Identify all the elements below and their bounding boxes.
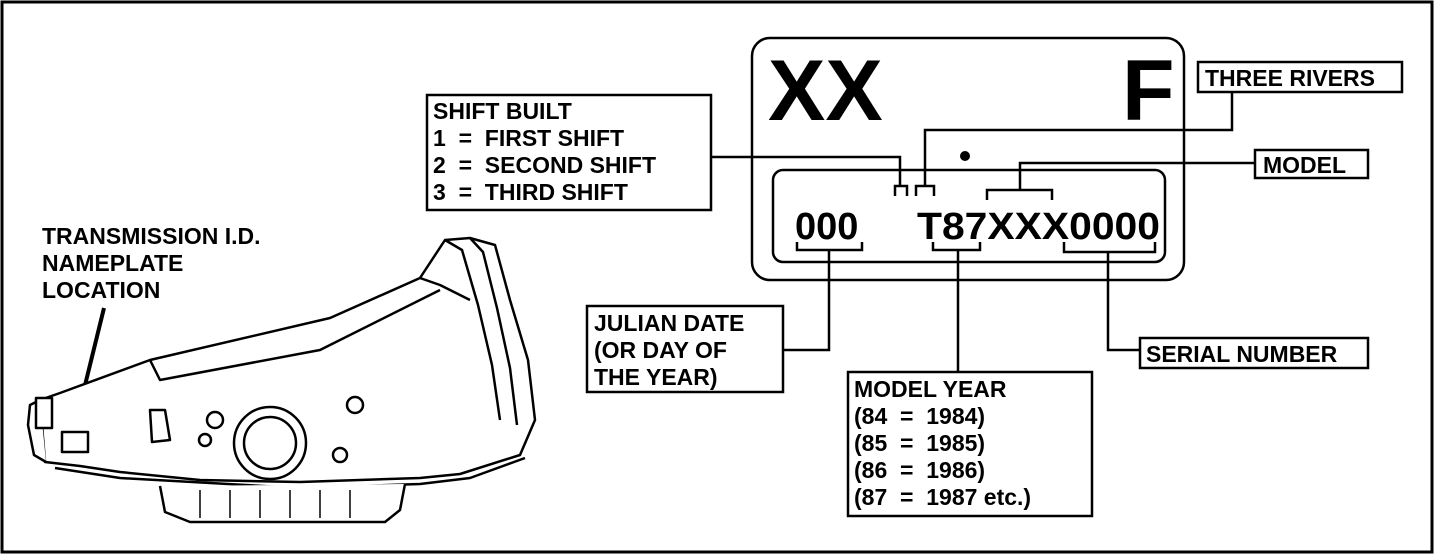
julian-leader xyxy=(783,250,831,352)
case-bolt-2 xyxy=(197,432,213,448)
location-line-1: TRANSMISSION I.D. xyxy=(42,223,261,249)
shift-built-line-2: 2 = SECOND SHIFT xyxy=(433,152,656,178)
oil-pan-ribs xyxy=(199,490,351,518)
serial-bracket xyxy=(1062,242,1157,254)
shift-built-line-1: 1 = FIRST SHIFT xyxy=(433,125,624,151)
servo-cover-inner xyxy=(242,415,298,471)
julian-date-line-1: JULIAN DATE xyxy=(594,310,744,336)
tail-rib-1 xyxy=(444,238,502,421)
shift-leader xyxy=(710,155,902,186)
upper-case-edge xyxy=(148,288,441,382)
front-flange xyxy=(34,396,54,430)
location-line-2: NAMEPLATE xyxy=(42,250,183,276)
nameplate-id-main: T87XXX0000 xyxy=(917,206,1160,248)
three-rivers-label: THREE RIVERS xyxy=(1205,65,1375,91)
oil-pan xyxy=(158,483,407,524)
three-rivers-leader xyxy=(923,92,1234,186)
nameplate-code-left: XX xyxy=(768,43,883,139)
model-box xyxy=(1253,148,1370,180)
julian-date-line-3: THE YEAR) xyxy=(594,364,718,390)
shift-built-box xyxy=(425,93,713,212)
serial-number-box xyxy=(1138,336,1370,370)
model-year-box xyxy=(846,370,1094,518)
model-year-line-2: (85 = 1985) xyxy=(854,430,985,456)
transmission-illustration xyxy=(26,236,537,524)
case-boss-1 xyxy=(148,408,172,444)
three-rivers-box xyxy=(1196,60,1404,94)
model-year-line-4: (87 = 1987 etc.) xyxy=(854,484,1031,510)
shift-built-line-3: 3 = THIRD SHIFT xyxy=(433,179,628,205)
nameplate-code-right: F xyxy=(1122,43,1175,139)
model-year-title: MODEL YEAR xyxy=(854,376,1007,402)
serial-leader xyxy=(1106,252,1140,352)
year-bracket xyxy=(931,242,982,252)
nameplate-id-prefix: 000 xyxy=(795,206,858,248)
model-leader xyxy=(1018,161,1255,190)
model-year-line-1: (84 = 1984) xyxy=(854,403,985,429)
nameplate-id-window xyxy=(771,168,1167,264)
tail-rib-2 xyxy=(469,237,519,426)
julian-date-line-2: (OR DAY OF xyxy=(594,337,727,363)
case-bolt-3 xyxy=(345,395,365,415)
serial-number-label: SERIAL NUMBER xyxy=(1146,341,1338,367)
model-year-line-3: (86 = 1986) xyxy=(854,457,985,483)
case-bolt-4 xyxy=(331,446,349,464)
shift-built-title: SHIFT BUILT xyxy=(433,98,572,124)
tail-rib-3 xyxy=(419,276,471,302)
case-bolt-1 xyxy=(205,410,225,430)
model-label: MODEL xyxy=(1263,152,1346,178)
julian-date-box xyxy=(585,304,785,394)
housing-nameplate xyxy=(60,430,90,454)
location-line-3: LOCATION xyxy=(42,277,160,303)
nameplate-dot xyxy=(960,151,970,161)
